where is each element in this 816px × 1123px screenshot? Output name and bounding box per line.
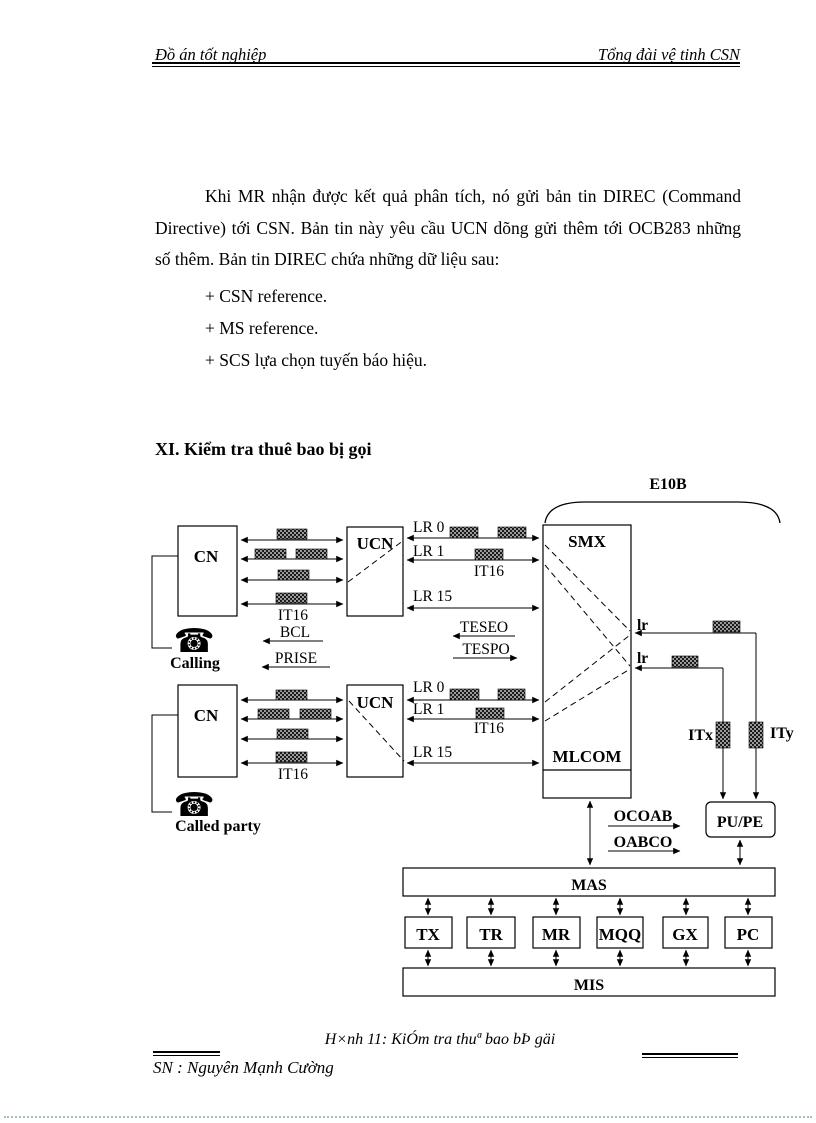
ucn-label-top: UCN (357, 534, 395, 553)
header-left: Đồ án tốt nghiệp (155, 45, 267, 64)
it16-label: IT16 (474, 563, 504, 580)
bcl-label: BCL (280, 624, 310, 641)
teseo-label: TESEO (460, 619, 508, 636)
e10b-label: E10B (649, 476, 687, 493)
tx-box (404, 916, 453, 949)
prise-label: PRISE (275, 650, 317, 667)
smx-label: SMX (568, 532, 607, 551)
mr-box (532, 916, 581, 949)
bullet-item: + SCS lựa chọn tuyến báo hiệu. (205, 350, 428, 370)
lr-label: lr (637, 650, 648, 667)
ity-label: ITy (770, 725, 794, 742)
figure-caption: H×nh 11: KiÓm tra thuª bao bÞ gäi (324, 1031, 556, 1048)
itx-label: ITx (688, 727, 713, 744)
tr-box (466, 916, 516, 949)
cn-label-bottom: CN (194, 706, 219, 725)
mas-bar (402, 867, 776, 897)
timeslot-blocks (254, 526, 764, 763)
lr15-label-top: LR 15 (413, 588, 452, 605)
mlcom-label: MLCOM (553, 747, 622, 766)
smx-mlcom-box (542, 524, 632, 799)
lr0-label-top: LR 0 (413, 519, 445, 536)
ucn-box-bottom (346, 684, 404, 778)
mqq-box (596, 916, 644, 949)
body-paragraph: Khi MR nhận được kết quả phân tích, nó g… (155, 186, 741, 269)
called-party-label: Called party (175, 818, 261, 835)
ucn-label-bottom: UCN (357, 693, 395, 712)
calling-label: Calling (170, 655, 220, 672)
pc-box (724, 916, 773, 949)
phone-icon: ☎ (173, 621, 214, 660)
pc-label: PC (737, 925, 760, 944)
it16-label: IT16 (278, 766, 308, 783)
mis-bar (402, 967, 776, 997)
ocoab-label: OCOAB (614, 808, 673, 825)
mr-label: MR (542, 925, 571, 944)
footer-rule-left (153, 1051, 220, 1056)
e10b-brace (544, 501, 781, 524)
lr1-label-top: LR 1 (413, 543, 444, 560)
header-right: Tổng đài vệ tinh CSN (597, 45, 740, 64)
subscriber-brackets (151, 555, 178, 813)
pupe-box (705, 801, 776, 838)
footer-rule-right (642, 1053, 738, 1058)
pupe-label: PU/PE (717, 814, 763, 831)
oabco-label: OABCO (614, 834, 673, 851)
phone-icon: ☎ (173, 785, 214, 824)
dashed-switch-paths (347, 539, 631, 762)
lr0-label-bottom: LR 0 (413, 679, 445, 696)
mis-label: MIS (574, 977, 604, 994)
cn-box-bottom (177, 684, 238, 778)
cn-box-top (177, 525, 238, 617)
section-heading: XI. Kiểm tra thuê bao bị gọi (155, 439, 372, 459)
ucn-box-top (346, 526, 404, 617)
connector-lines (240, 534, 760, 967)
lr-label: lr (637, 617, 648, 634)
diagram-boxes (177, 524, 776, 997)
it16-label: IT16 (474, 720, 504, 737)
tx-label: TX (416, 925, 440, 944)
lr15-label-bottom: LR 15 (413, 744, 452, 761)
mas-label: MAS (571, 877, 607, 894)
lr1-label-bottom: LR 1 (413, 701, 444, 718)
bullet-item: + MS reference. (205, 318, 319, 338)
bullet-item: + CSN reference. (205, 286, 328, 306)
gx-box (662, 916, 709, 949)
tespo-label: TESPO (462, 641, 509, 658)
tr-label: TR (479, 925, 503, 944)
header-rule (152, 62, 740, 67)
footer-author: SN : Nguyên Mạnh Cường (153, 1058, 334, 1077)
it16-label: IT16 (278, 607, 308, 624)
gx-label: GX (672, 925, 698, 944)
page-bottom-dotted-line (4, 1116, 812, 1118)
cn-label-top: CN (194, 547, 219, 566)
mqq-label: MQQ (599, 925, 642, 944)
